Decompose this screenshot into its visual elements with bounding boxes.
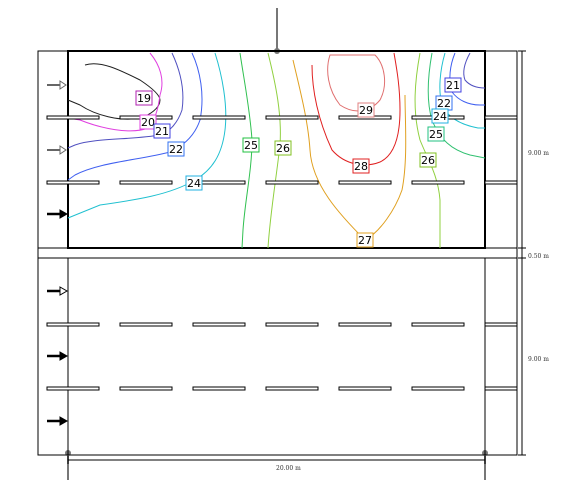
calculation-field (67, 50, 486, 249)
contour-26-right (414, 52, 441, 248)
contour-label: 19 (135, 90, 153, 106)
contour-label-text: 25 (429, 128, 443, 141)
contour-19 (67, 63, 161, 120)
contour-label: 26 (274, 140, 292, 156)
contour-label-box (167, 141, 185, 157)
contour-label-box (419, 152, 437, 168)
contour-label-text: 26 (276, 142, 290, 155)
contour-label-box (357, 102, 375, 118)
contour-label-box (431, 108, 449, 124)
contour-label-box (185, 175, 203, 191)
contour-label-text: 21 (155, 125, 169, 138)
contour-label-text: 28 (354, 160, 368, 173)
contour-label-text: 25 (244, 139, 258, 152)
contour-24 (67, 52, 227, 219)
contour-label-box (274, 140, 292, 156)
contour-label-box (135, 90, 153, 106)
contour-label-text: 26 (421, 154, 435, 167)
contour-22 (67, 52, 203, 181)
arrow-right-icon (47, 286, 69, 296)
contour-label: 21 (444, 77, 462, 93)
contour-label: 27 (356, 232, 374, 248)
direction-arrows (47, 80, 69, 426)
contour-label-box (242, 137, 260, 153)
dimension-lines (67, 50, 526, 464)
contour-label: 24 (431, 108, 449, 124)
dim-lane-top: 9.00 m (528, 150, 549, 157)
contour-label: 29 (357, 102, 375, 118)
contour-27 (292, 59, 407, 241)
arrow-right-icon (47, 145, 67, 155)
contour-28 (311, 52, 401, 166)
contour-label-text: 20 (141, 116, 155, 129)
arrow-right-icon (47, 416, 69, 426)
contour-label-box (444, 77, 462, 93)
contour-label: 24 (185, 175, 203, 191)
lane-markings-bottom (46, 322, 518, 391)
contour-label-text: 22 (437, 97, 451, 110)
contour-label-box (352, 158, 370, 174)
contour-label-text: 24 (433, 110, 447, 123)
contour-label-text: 22 (169, 143, 183, 156)
contour-label: 20 (139, 114, 157, 130)
contour-label-box (139, 114, 157, 130)
contour-label-text: 29 (359, 104, 373, 117)
contour-21-right (463, 52, 486, 89)
contour-label-box (427, 126, 445, 142)
contour-label-text: 21 (446, 79, 460, 92)
contour-label: 22 (167, 141, 185, 157)
arrow-right-icon (47, 351, 69, 361)
contour-29 (327, 54, 386, 112)
contour-label: 28 (352, 158, 370, 174)
contour-label: 26 (419, 152, 437, 168)
dim-median: 0.50 m (528, 253, 549, 260)
dim-road-length: 20.00 m (276, 465, 301, 472)
arrow-right-icon (47, 209, 69, 219)
contour-label-text: 24 (187, 177, 201, 190)
contour-label: 25 (427, 126, 445, 142)
contour-label: 25 (242, 137, 260, 153)
contour-label: 22 (435, 95, 453, 111)
contour-labels: 19 20 21 22 24 25 26 27 (135, 77, 462, 248)
contour-label-text: 27 (358, 234, 372, 247)
arrow-right-icon (47, 80, 67, 90)
dim-lane-bottom: 9.00 m (528, 356, 549, 363)
contour-label: 21 (153, 123, 171, 139)
pole-top (274, 8, 280, 54)
contour-label-text: 19 (137, 92, 151, 105)
contour-label-box (153, 123, 171, 139)
contour-label-box (356, 232, 374, 248)
